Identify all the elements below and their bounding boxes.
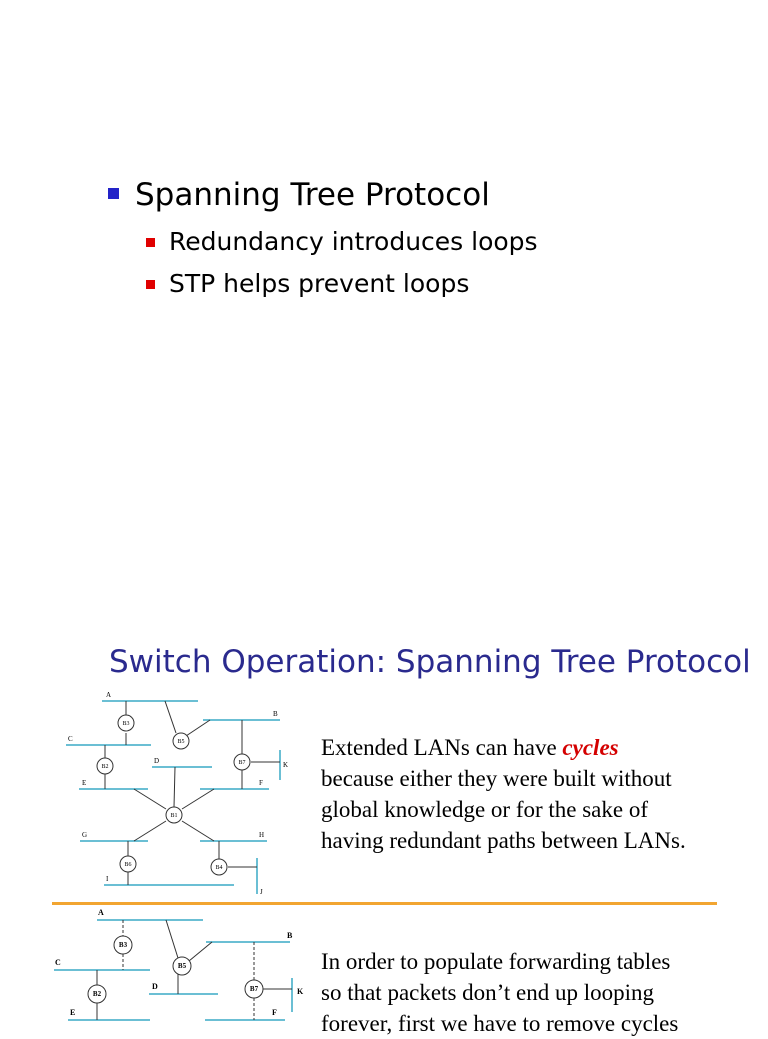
lan-label: I	[106, 875, 109, 883]
paragraph-forwarding: In order to populate forwarding tables s…	[321, 946, 678, 1039]
bridge-label: B3	[122, 721, 129, 727]
emphasis-cycles: cycles	[562, 735, 619, 760]
bridge-label: B2	[101, 764, 108, 770]
bridge-label: B4	[215, 865, 222, 871]
paragraph-line: global knowledge or for the sake of	[321, 797, 649, 822]
bridge-b2	[96, 757, 114, 775]
bridge-b6	[119, 855, 137, 873]
paragraph-text: Extended LANs can have	[321, 735, 563, 760]
bridge-b3	[117, 714, 135, 732]
lan-label: E	[82, 779, 86, 787]
subbullet-redundancy: Redundancy introduces loops	[146, 226, 538, 258]
lan-label: C	[55, 958, 61, 967]
square-bullet-icon	[146, 279, 155, 289]
lan-label: B	[287, 931, 293, 940]
bridge-links	[104, 700, 280, 885]
lan-label: A	[106, 691, 111, 699]
square-bullet-icon	[146, 237, 155, 247]
paragraph-line: having redundant paths between LANs.	[321, 828, 686, 853]
bridge-b4	[210, 858, 228, 876]
extended-lan-diagram: B3 B5 B2 B7 B1 B6 B4 A B C D E F G H I J…	[66, 691, 288, 896]
bullet-spanning-tree: Spanning Tree Protocol	[108, 176, 490, 214]
lan-label: A	[98, 908, 104, 917]
lan-label: H	[259, 831, 264, 839]
paragraph-cycles: Extended LANs can have cycles because ei…	[321, 732, 686, 856]
lan-label: F	[259, 779, 263, 787]
bridge-label: B5	[178, 962, 187, 970]
bridge-b7	[233, 753, 251, 771]
bridge-b7	[244, 979, 264, 999]
bullet-text: Spanning Tree Protocol	[135, 177, 490, 213]
subbullet-text: STP helps prevent loops	[169, 269, 470, 298]
paragraph-line: In order to populate forwarding tables	[321, 949, 671, 974]
bridge-label: B7	[238, 760, 245, 766]
bridge-label: B3	[119, 941, 128, 949]
lan-label: K	[297, 987, 304, 996]
lan-label: C	[68, 735, 73, 743]
paragraph-line: so that packets don’t end up looping	[321, 980, 655, 1005]
bridge-b5	[172, 732, 190, 750]
lan-label: E	[70, 1008, 75, 1017]
bridge-b1	[165, 806, 183, 824]
subbullet-text: Redundancy introduces loops	[169, 227, 538, 256]
lan-label: G	[82, 831, 87, 839]
bridge-label: B2	[93, 990, 102, 998]
bridge-label: B5	[177, 739, 184, 745]
subbullet-stp: STP helps prevent loops	[146, 268, 469, 300]
lan-label: B	[273, 710, 278, 718]
lan-label: J	[260, 888, 263, 896]
bridge-b5	[172, 956, 192, 976]
bridge-label: B6	[124, 862, 131, 868]
extended-lan-diagram-2: B3 B5 B2 B7 A B C D E F K	[54, 908, 304, 1021]
lan-label: F	[272, 1008, 277, 1017]
lan-label: D	[152, 982, 158, 991]
lan-label: D	[154, 757, 159, 765]
square-bullet-icon	[108, 187, 119, 199]
lan-segments	[66, 700, 281, 894]
paragraph-line: because either they were built without	[321, 766, 672, 791]
bridge-label: B7	[250, 985, 259, 993]
slide-divider	[52, 902, 717, 905]
bridge-b3	[113, 935, 133, 955]
bridge-b2	[87, 984, 107, 1004]
slide-title: Switch Operation: Spanning Tree Protocol	[109, 644, 751, 680]
bridge-label: B1	[170, 813, 177, 819]
lan-label: K	[283, 761, 288, 769]
